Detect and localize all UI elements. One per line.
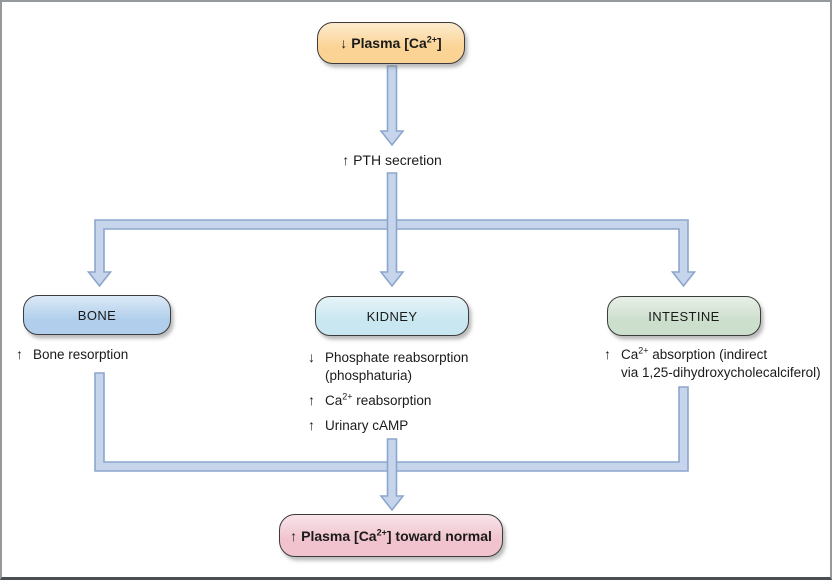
urinary-camp-item: ↑Urinary cAMP <box>308 417 409 433</box>
kidney-box: KIDNEY <box>315 296 469 336</box>
kidney-effects-list: ↓Phosphate reabsorption (phosphaturia) ↑… <box>308 349 468 442</box>
bone-box: BONE <box>23 295 171 335</box>
bone-effects-list: ↑Bone resorption <box>16 346 128 371</box>
bone-box-label: BONE <box>77 307 117 323</box>
arrow-to-end-box <box>379 438 405 512</box>
branch-bar-connector <box>86 219 697 288</box>
intestine-box-label: INTESTINE <box>648 308 720 324</box>
down-arrow-icon: ↓ <box>308 349 315 365</box>
end-box-label: Plasma [Ca2+] toward normal <box>301 526 492 544</box>
arrow-pth-to-kidney <box>379 172 405 288</box>
up-arrow-icon: ↑ <box>290 527 298 544</box>
bone-resorption-item: ↑Bone resorption <box>16 346 129 362</box>
intestine-effects-list: ↑Ca2+ absorption (indirect via 1,25-dihy… <box>604 346 821 389</box>
up-arrow-icon: ↑ <box>342 152 350 168</box>
calcium-reabsorption-item: ↑Ca2+ reabsorption <box>308 391 432 408</box>
up-arrow-icon: ↑ <box>604 346 611 362</box>
intestine-box: INTESTINE <box>607 296 761 336</box>
kidney-box-label: KIDNEY <box>366 308 418 324</box>
end-box-plasma-calcium-toward-normal: ↑Plasma [Ca2+] toward normal <box>279 514 503 557</box>
collector-bar-connector <box>94 372 689 472</box>
arrow-start-to-pth <box>379 65 405 147</box>
up-arrow-icon: ↑ <box>308 417 315 433</box>
up-arrow-icon: ↑ <box>16 346 23 362</box>
calcium-absorption-item: ↑Ca2+ absorption (indirect via 1,25-dihy… <box>604 345 821 380</box>
down-arrow-icon: ↓ <box>340 35 348 51</box>
pth-secretion-label: ↑ PTH secretion <box>342 152 442 168</box>
start-box-label: Plasma [Ca2+] <box>351 34 442 51</box>
phosphate-reabsorption-item: ↓Phosphate reabsorption (phosphaturia) <box>308 349 469 383</box>
up-arrow-icon: ↑ <box>308 392 315 408</box>
start-box-low-plasma-calcium: ↓Plasma [Ca2+] <box>317 22 465 64</box>
